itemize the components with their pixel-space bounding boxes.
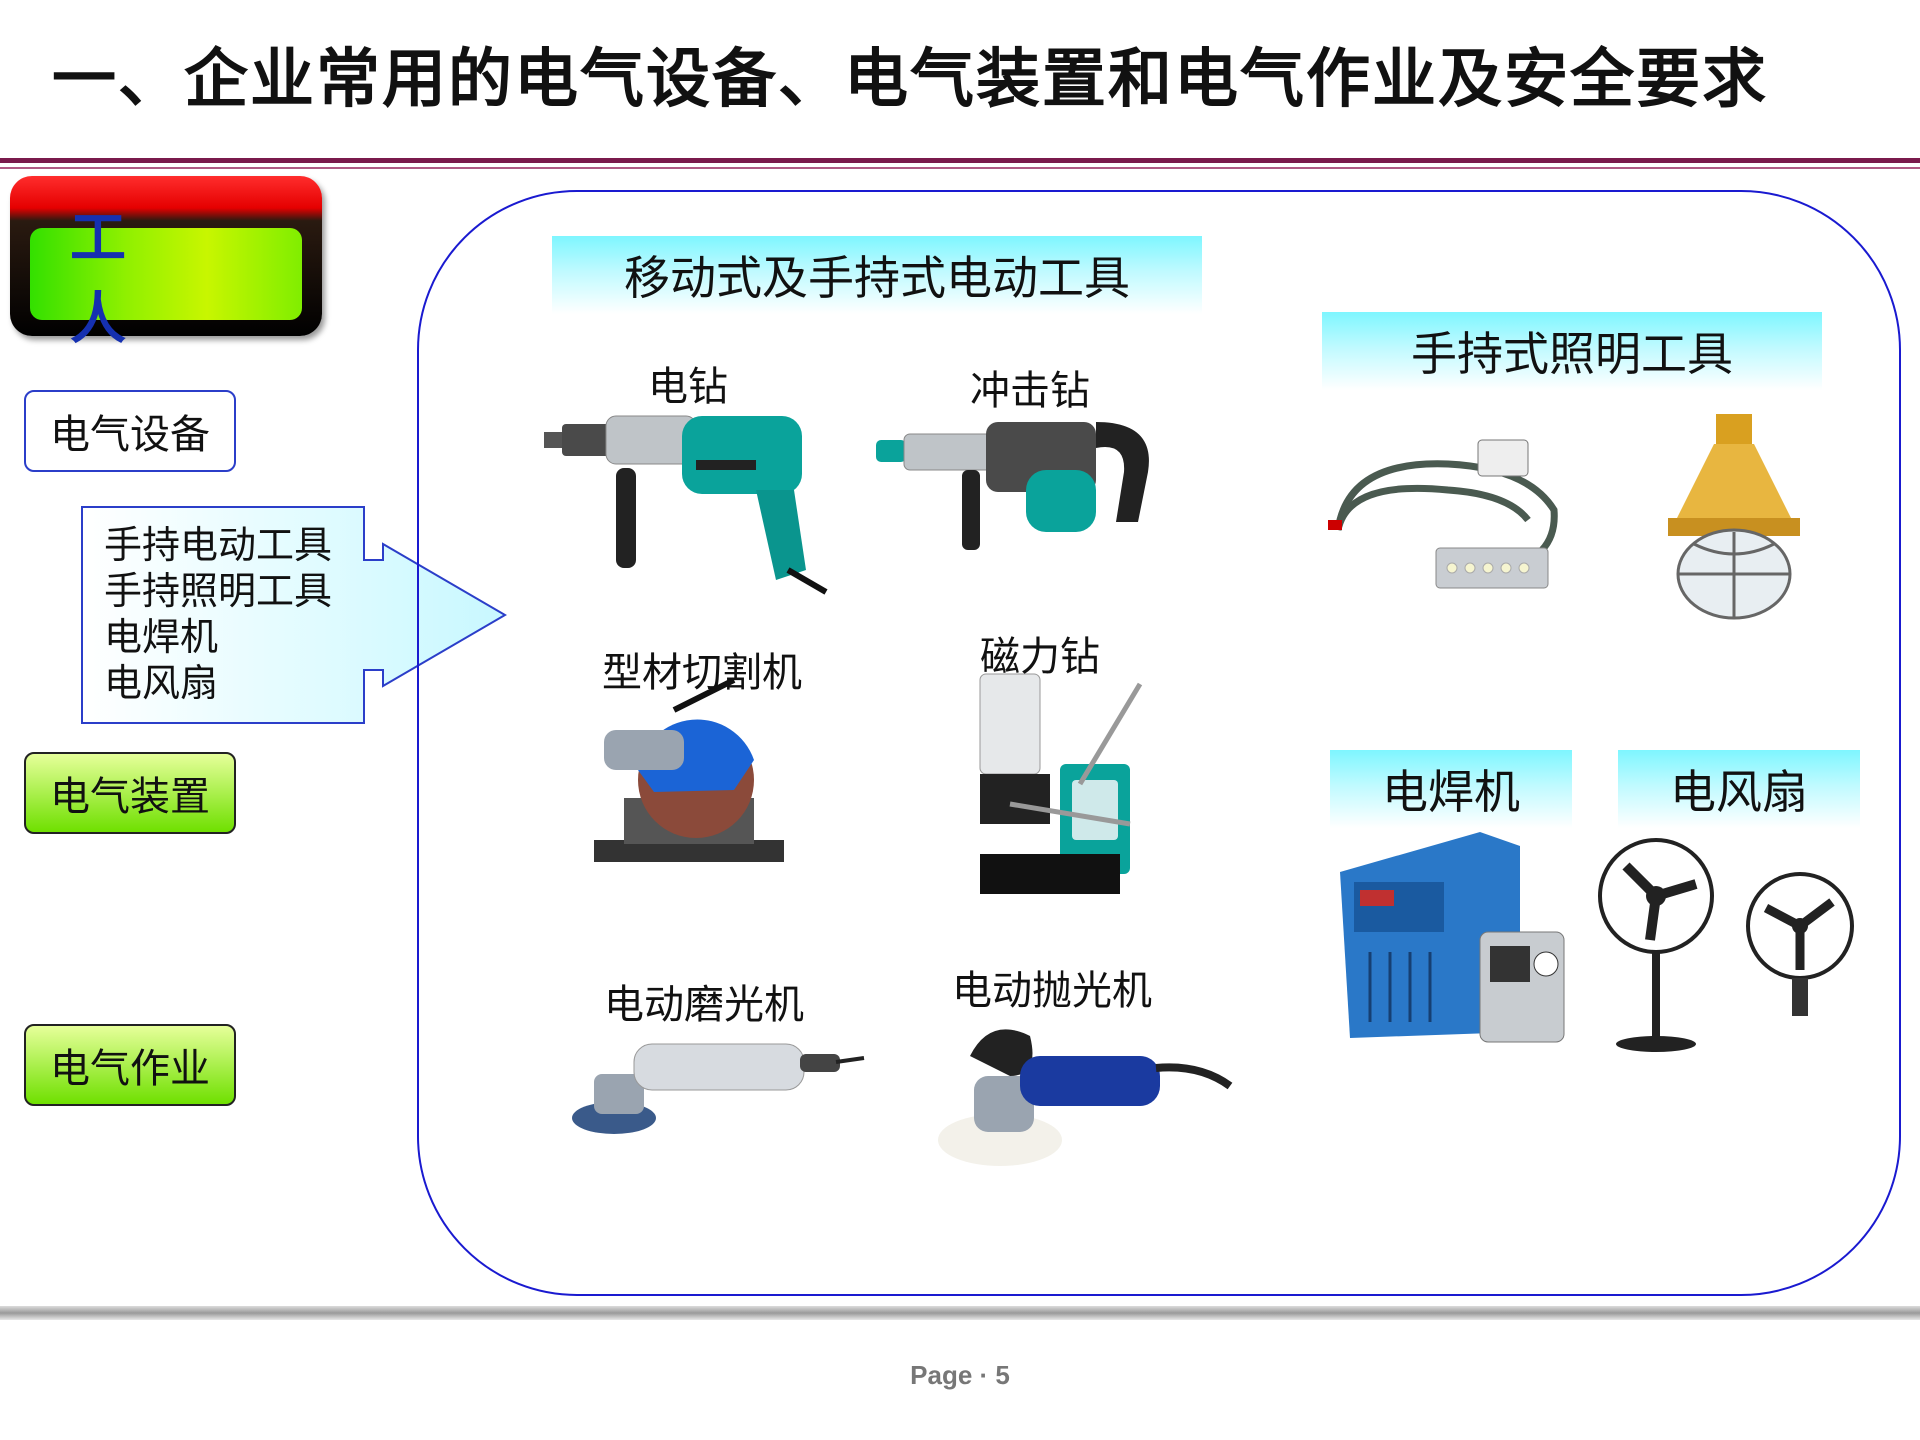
category-electrical-equipment[interactable]: 电气设备: [24, 390, 236, 472]
label-drill: 电钻: [648, 364, 728, 410]
stand-fan-illustration: [1598, 838, 1714, 1052]
label-magnetic-drill: 磁力钻: [980, 634, 1100, 680]
wall-fan-illustration: [1746, 872, 1854, 1016]
footer-divider: [0, 1306, 1920, 1320]
category-electrical-device[interactable]: 电气装置: [24, 752, 236, 834]
callout-item-handheld-power-tool: 手持电动工具: [104, 523, 333, 567]
header-fan: 电风扇: [1618, 750, 1860, 828]
worker-badge-label: 工 人: [70, 206, 166, 352]
label-impact-drill: 冲击钻: [970, 368, 1090, 414]
callout-arrow-shape: [81, 506, 507, 724]
callout-item-welder: 电焊机: [104, 615, 219, 659]
equipment-panel: [417, 190, 1901, 1296]
polisher-illustration: [938, 1029, 1233, 1166]
welder-illustration: [1340, 832, 1565, 1043]
callout-list: 手持电动工具 手持照明工具 电焊机 电风扇: [104, 522, 332, 706]
header-welder: 电焊机: [1330, 750, 1572, 828]
label-cutoff-machine: 型材切割机: [602, 650, 802, 696]
drill-illustration: [544, 415, 828, 595]
title-divider: [0, 158, 1920, 163]
title-divider-thin: [0, 167, 1920, 169]
label-polisher: 电动抛光机: [952, 968, 1152, 1014]
handheld-lamp-illustration: [1328, 439, 1558, 589]
header-lighting-tools: 手持式照明工具: [1322, 312, 1822, 390]
category-electrical-work[interactable]: 电气作业: [24, 1024, 236, 1106]
page-number: Page · 5: [910, 1360, 1010, 1390]
impact-drill-illustration: [876, 422, 1149, 550]
worker-badge: 工 人: [10, 176, 322, 352]
page-title: 一、企业常用的电气设备、电气装置和电气作业及安全要求: [52, 42, 1768, 117]
label-angle-grinder: 电动磨光机: [604, 982, 804, 1028]
cutoff-machine-illustration: [594, 677, 784, 862]
header-portable-tools: 移动式及手持式电动工具: [552, 236, 1202, 314]
magnetic-drill-illustration: [979, 673, 1143, 894]
explosion-proof-lamp-illustration: [1668, 414, 1800, 620]
angle-grinder-illustration: [572, 1043, 865, 1134]
callout-item-handheld-lighting: 手持照明工具: [104, 569, 333, 613]
callout-item-fan: 电风扇: [104, 661, 219, 705]
worker-badge-inner: 工 人: [30, 206, 302, 352]
